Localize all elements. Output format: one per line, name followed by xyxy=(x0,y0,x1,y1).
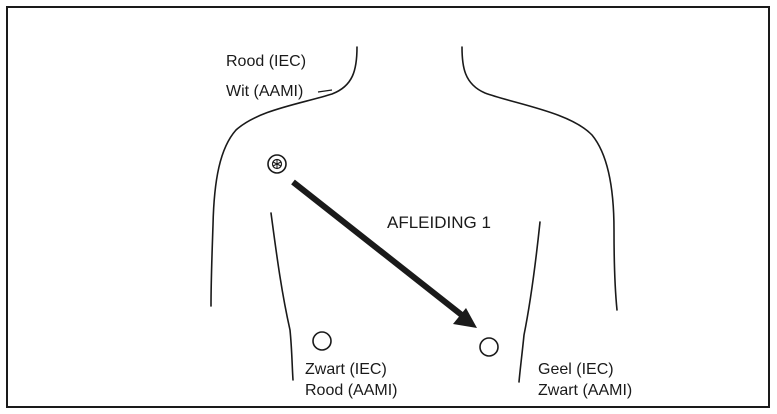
label-leader-line xyxy=(318,90,332,92)
torso-right-contour xyxy=(462,47,617,310)
lead-arrow xyxy=(293,182,477,328)
torso-right-side xyxy=(519,222,540,382)
label-lead-name: AFLEIDING 1 xyxy=(387,213,491,232)
label-right-leg-aami: Rood (AAMI) xyxy=(305,382,397,399)
torso-left-side xyxy=(271,213,293,380)
electrode-left-leg xyxy=(480,338,498,356)
diagram-frame xyxy=(7,7,769,407)
label-right-arm-aami: Wit (AAMI) xyxy=(226,83,303,100)
label-right-arm-iec: Rood (IEC) xyxy=(226,53,306,70)
label-left-leg-aami: Zwart (AAMI) xyxy=(538,382,632,399)
electrode-right-leg xyxy=(313,332,331,350)
electrode-right-arm xyxy=(268,155,286,173)
label-left-leg-iec: Geel (IEC) xyxy=(538,361,614,378)
label-right-leg-iec: Zwart (IEC) xyxy=(305,361,387,378)
